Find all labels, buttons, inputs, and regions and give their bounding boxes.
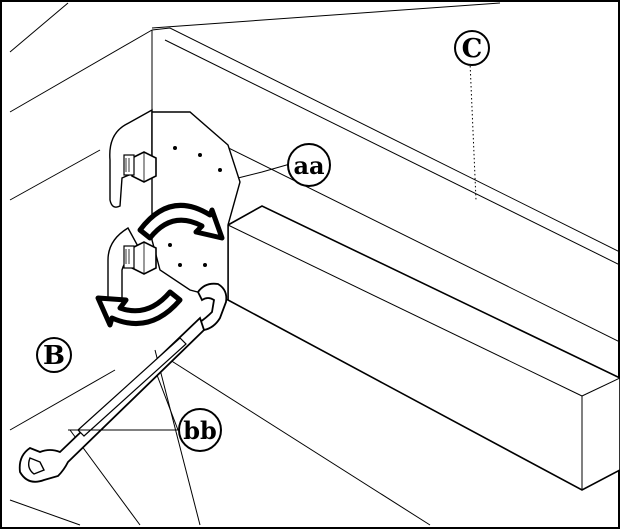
open-end-wrench-icon xyxy=(18,282,228,483)
beam-box xyxy=(227,205,620,491)
callout-bb: bb xyxy=(178,408,222,452)
callout-c-label: C xyxy=(462,34,483,64)
callout-aa: aa xyxy=(287,143,331,187)
callout-b: B xyxy=(36,337,72,373)
clockwise-tighten-arrows-icon xyxy=(95,202,225,328)
hex-bolt-icon xyxy=(123,151,157,183)
callout-aa-label: aa xyxy=(293,151,324,180)
callout-b-label: B xyxy=(43,341,65,371)
leader-lines xyxy=(68,61,477,431)
callout-c: C xyxy=(454,30,490,66)
hex-bolt-icon xyxy=(123,241,157,275)
callout-bb-label: bb xyxy=(183,416,217,445)
